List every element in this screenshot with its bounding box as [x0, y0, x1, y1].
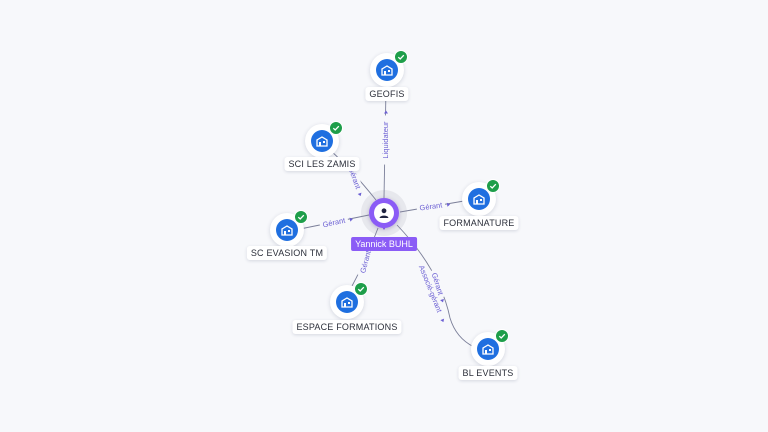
- company-node-formanature[interactable]: [462, 179, 500, 216]
- svg-text:Liquidateur: Liquidateur: [381, 121, 390, 159]
- company-label-sci-les-zamis[interactable]: SCI LES ZAMIS: [284, 157, 360, 171]
- verified-check-icon: [329, 121, 343, 135]
- company-node-geofis[interactable]: [370, 50, 408, 87]
- building-icon: [311, 130, 333, 152]
- edge-label-sc-evasion-tm-0: Gérant: [318, 215, 353, 231]
- company-label-bl-events[interactable]: BL EVENTS: [458, 366, 518, 380]
- verified-check-icon: [486, 179, 500, 193]
- svg-text:Gérant: Gérant: [419, 200, 444, 212]
- edge-arrow-icon: [446, 202, 451, 207]
- edge-arrow-icon: [384, 110, 388, 114]
- building-icon: [276, 219, 298, 241]
- company-label-espace-formations[interactable]: ESPACE FORMATIONS: [292, 320, 402, 334]
- verified-check-icon: [294, 210, 308, 224]
- company-node-sci-les-zamis[interactable]: [305, 121, 343, 158]
- company-node-bl-events[interactable]: [471, 329, 509, 366]
- edge-arrow-icon: [440, 318, 445, 323]
- person-icon: [374, 203, 394, 223]
- company-label-formanature[interactable]: FORMANATURE: [439, 216, 519, 230]
- building-icon: [376, 59, 398, 81]
- building-icon: [336, 291, 358, 313]
- edge-arrow-icon: [349, 217, 353, 222]
- company-label-geofis[interactable]: GEOFIS: [365, 87, 409, 101]
- company-node-espace-formations[interactable]: [330, 282, 368, 319]
- company-node-sc-evasion-tm[interactable]: [270, 210, 308, 247]
- building-icon: [468, 188, 490, 210]
- verified-check-icon: [394, 50, 408, 64]
- edge-label-formanature-0: Gérant: [416, 200, 451, 214]
- edge-arrow-icon: [440, 298, 444, 303]
- building-icon: [477, 338, 499, 360]
- edge-label-geofis-0: Liquidateur: [381, 110, 391, 165]
- person-name-label[interactable]: Yannick BUHL: [351, 237, 417, 251]
- verified-check-icon: [495, 329, 509, 343]
- person-node[interactable]: [369, 198, 399, 230]
- company-label-sc-evasion-tm[interactable]: SC EVASION TM: [246, 246, 328, 260]
- verified-check-icon: [354, 282, 368, 296]
- edge-arrow-icon: [357, 192, 362, 197]
